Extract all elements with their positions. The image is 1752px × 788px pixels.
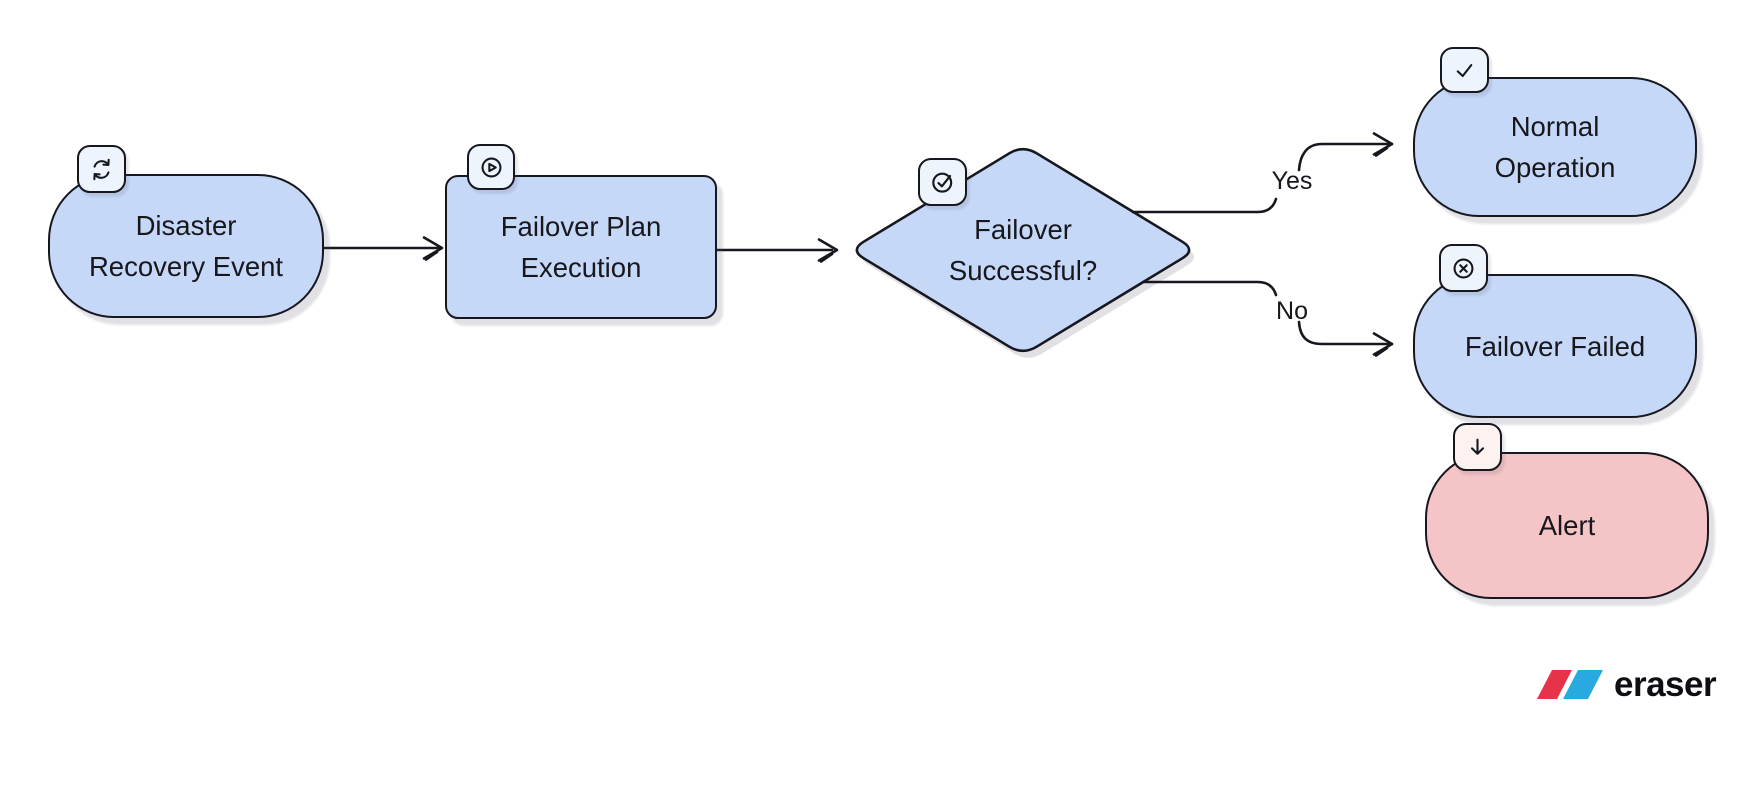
node-failover-failed[interactable]: Failover Failed <box>1413 274 1697 418</box>
normal-node-badge[interactable] <box>1440 47 1489 93</box>
edge-decision-yes-to-normal[interactable] <box>1131 132 1394 214</box>
edge-plan-to-decision[interactable] <box>714 238 839 263</box>
decision-node-badge[interactable] <box>918 158 967 206</box>
x-circle-icon <box>1453 258 1474 278</box>
node-label-line: Execution <box>520 252 642 283</box>
edge-decision-no-to-failed[interactable] <box>1141 280 1394 357</box>
plan-node-badge[interactable] <box>467 144 515 190</box>
node-failover-successful-label: Failover Successful? <box>913 198 1133 302</box>
node-disaster-recovery-event[interactable]: Disaster Recovery Event <box>48 174 324 318</box>
node-label-line: Recovery Event <box>88 251 284 282</box>
node-label-line: Normal <box>1510 111 1600 142</box>
node-label-line: Operation <box>1494 152 1616 183</box>
node-normal-operation[interactable]: Normal Operation <box>1413 77 1697 217</box>
failed-node-badge[interactable] <box>1439 244 1488 292</box>
check-icon <box>1456 63 1473 77</box>
edge-disaster-to-plan[interactable] <box>320 236 444 261</box>
node-label-line: Failover Plan <box>500 211 662 242</box>
edge-label-yes: Yes <box>1271 167 1313 195</box>
check-circle-icon <box>931 172 952 193</box>
play-circle-icon <box>481 157 501 177</box>
node-label-line: Failover <box>974 214 1072 245</box>
node-label-line: Disaster <box>135 210 237 241</box>
node-label-line: Alert <box>1538 510 1596 541</box>
arrow-down-icon <box>1470 438 1485 455</box>
node-alert[interactable]: Alert <box>1425 452 1709 599</box>
sync-icon <box>93 158 110 180</box>
alert-node-badge[interactable] <box>1453 423 1502 471</box>
edge-label-no: No <box>1276 297 1308 325</box>
node-label-line: Failover Failed <box>1464 330 1646 362</box>
eraser-watermark[interactable]: eraser <box>1537 665 1717 704</box>
node-failover-plan-execution[interactable]: Failover Plan Execution <box>445 175 717 319</box>
eraser-logo-wordmark: eraser <box>1614 665 1717 704</box>
disaster-node-badge[interactable] <box>77 145 126 193</box>
node-label-line: Successful? <box>948 255 1098 286</box>
eraser-logo-icon <box>1537 670 1603 699</box>
